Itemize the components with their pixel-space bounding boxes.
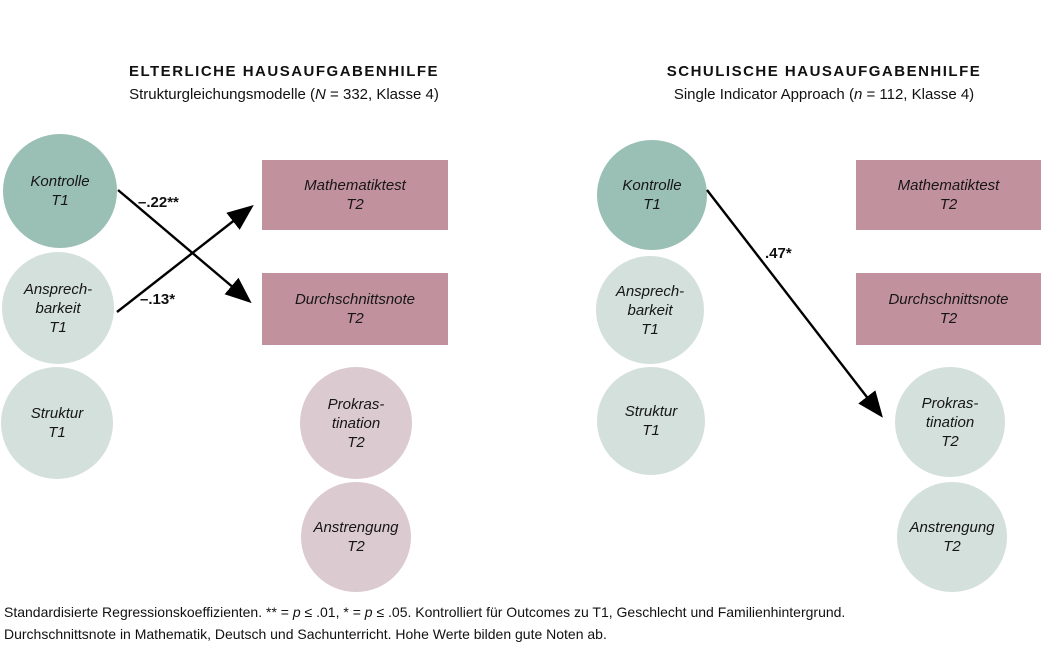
footnote-p: p bbox=[364, 604, 373, 620]
node-label: tination bbox=[331, 414, 381, 432]
node-time: T1 bbox=[48, 424, 66, 441]
footnote: Standardisierte Regressionskoeffizienten… bbox=[4, 601, 1042, 645]
node-time: T1 bbox=[642, 422, 660, 439]
node-label: Anstrengung bbox=[909, 519, 995, 536]
arrow-kontrolle-to-prokrastination bbox=[706, 189, 883, 418]
node-time: T1 bbox=[49, 318, 67, 336]
coefficient-ansprechbarkeit-mathematiktest: –.13* bbox=[140, 291, 176, 308]
left-subtitle-n: N bbox=[315, 86, 326, 103]
node-label: Prokras- bbox=[921, 394, 979, 412]
right-panel-header: SCHULISCHE HAUSAUFGABENHILFE Single Indi… bbox=[598, 63, 1045, 103]
footnote-line-2: Durchschnittsnote in Mathematik, Deutsch… bbox=[4, 626, 607, 642]
node-label: barkeit bbox=[627, 301, 673, 319]
arrow-ansprechbarkeit-to-mathematiktest bbox=[116, 205, 254, 313]
node-label: Struktur bbox=[624, 403, 678, 420]
node-right-mathematiktest-t2: Mathematiktest T2 bbox=[856, 160, 1041, 230]
node-time: T2 bbox=[347, 538, 365, 555]
footnote-text: ≤ .05. Kontrolliert für Outcomes zu T1, … bbox=[372, 604, 846, 620]
node-label: Ansprech- bbox=[23, 280, 93, 298]
node-right-kontrolle-t1: Kontrolle T1 bbox=[597, 140, 707, 250]
node-label: Anstrengung bbox=[313, 519, 399, 536]
right-panel-title: SCHULISCHE HAUSAUFGABENHILFE bbox=[666, 63, 982, 80]
left-panel-subtitle: Strukturgleichungsmodelle (N = 332, Klas… bbox=[58, 86, 510, 103]
right-panel-subtitle: Single Indicator Approach (n = 112, Klas… bbox=[598, 86, 1045, 103]
node-label: Prokras- bbox=[327, 395, 385, 413]
node-left-prokrastination-t2: Prokras- tination T2 bbox=[300, 367, 412, 479]
left-subtitle-prefix: Strukturgleichungsmodelle ( bbox=[129, 86, 316, 103]
footnote-line-1: Standardisierte Regressionskoeffizienten… bbox=[4, 601, 1042, 623]
left-panel-title: ELTERLICHE HAUSAUFGABENHILFE bbox=[128, 63, 440, 80]
right-subtitle-n: n bbox=[853, 86, 863, 103]
node-right-durchschnittsnote-t2: Durchschnittsnote T2 bbox=[856, 273, 1041, 345]
left-subtitle-suffix: = 332, Klasse 4) bbox=[325, 86, 439, 103]
node-time: T2 bbox=[939, 196, 958, 213]
node-left-struktur-t1: Struktur T1 bbox=[1, 367, 113, 479]
node-time: T1 bbox=[643, 196, 661, 213]
node-label: Durchschnittsnote bbox=[888, 291, 1009, 308]
node-label: Mathematiktest bbox=[304, 177, 406, 194]
left-panel-header: ELTERLICHE HAUSAUFGABENHILFE Strukturgle… bbox=[58, 63, 510, 103]
node-left-kontrolle-t1: Kontrolle T1 bbox=[3, 134, 117, 248]
node-right-anstrengung-t2: Anstrengung T2 bbox=[897, 482, 1007, 592]
right-subtitle-prefix: Single Indicator Approach ( bbox=[673, 86, 854, 103]
footnote-text: Standardisierte Regressionskoeffizienten… bbox=[4, 604, 293, 620]
footnote-p: p bbox=[292, 604, 301, 620]
node-label: Ansprech- bbox=[615, 282, 685, 300]
node-left-anstrengung-t2: Anstrengung T2 bbox=[301, 482, 411, 592]
node-right-struktur-t1: Struktur T1 bbox=[597, 367, 705, 475]
node-label: Struktur bbox=[30, 405, 84, 422]
node-label: Mathematiktest bbox=[897, 177, 1000, 194]
node-label: tination bbox=[925, 413, 975, 431]
node-time: T2 bbox=[939, 310, 958, 327]
footnote-text: ≤ .01, * = bbox=[300, 604, 365, 620]
node-time: T2 bbox=[943, 538, 961, 555]
node-time: T1 bbox=[51, 192, 69, 209]
node-time: T2 bbox=[346, 310, 364, 327]
node-label: barkeit bbox=[35, 299, 81, 317]
node-time: T2 bbox=[346, 196, 364, 213]
node-label: Kontrolle bbox=[622, 177, 682, 194]
coefficient-kontrolle-durchschnittsnote: –.22** bbox=[138, 194, 179, 211]
node-left-ansprechbarkeit-t1: Ansprech- barkeit T1 bbox=[2, 252, 114, 364]
node-label: Durchschnittsnote bbox=[294, 291, 416, 308]
coefficient-kontrolle-prokrastination: .47* bbox=[765, 245, 792, 262]
node-right-prokrastination-t2: Prokras- tination T2 bbox=[895, 367, 1005, 477]
node-left-mathematiktest-t2: Mathematiktest T2 bbox=[262, 160, 448, 230]
node-left-durchschnittsnote-t2: Durchschnittsnote T2 bbox=[262, 273, 448, 345]
node-time: T2 bbox=[941, 432, 959, 450]
node-right-ansprechbarkeit-t1: Ansprech- barkeit T1 bbox=[596, 256, 704, 364]
node-time: T1 bbox=[641, 320, 659, 338]
node-label: Kontrolle bbox=[30, 173, 90, 190]
right-subtitle-suffix: = 112, Klasse 4) bbox=[862, 86, 975, 103]
node-time: T2 bbox=[347, 433, 365, 451]
